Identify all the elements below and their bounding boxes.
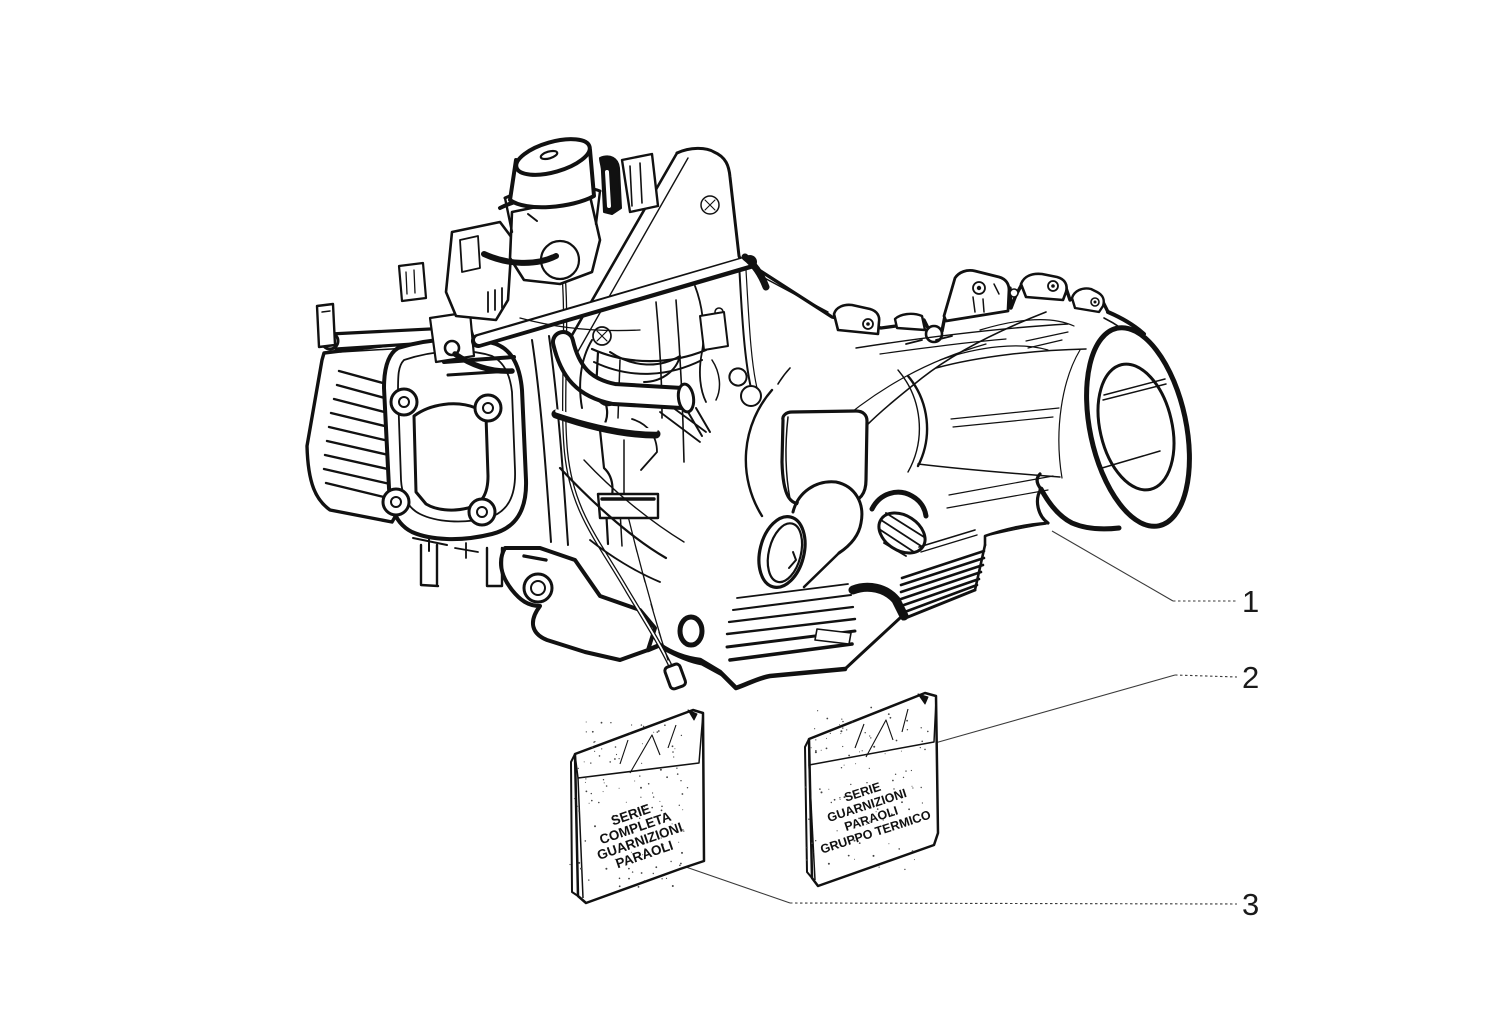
svg-text:1: 1 [1242, 584, 1259, 619]
svg-text:2: 2 [1242, 660, 1259, 695]
svg-text:3: 3 [1242, 887, 1259, 922]
